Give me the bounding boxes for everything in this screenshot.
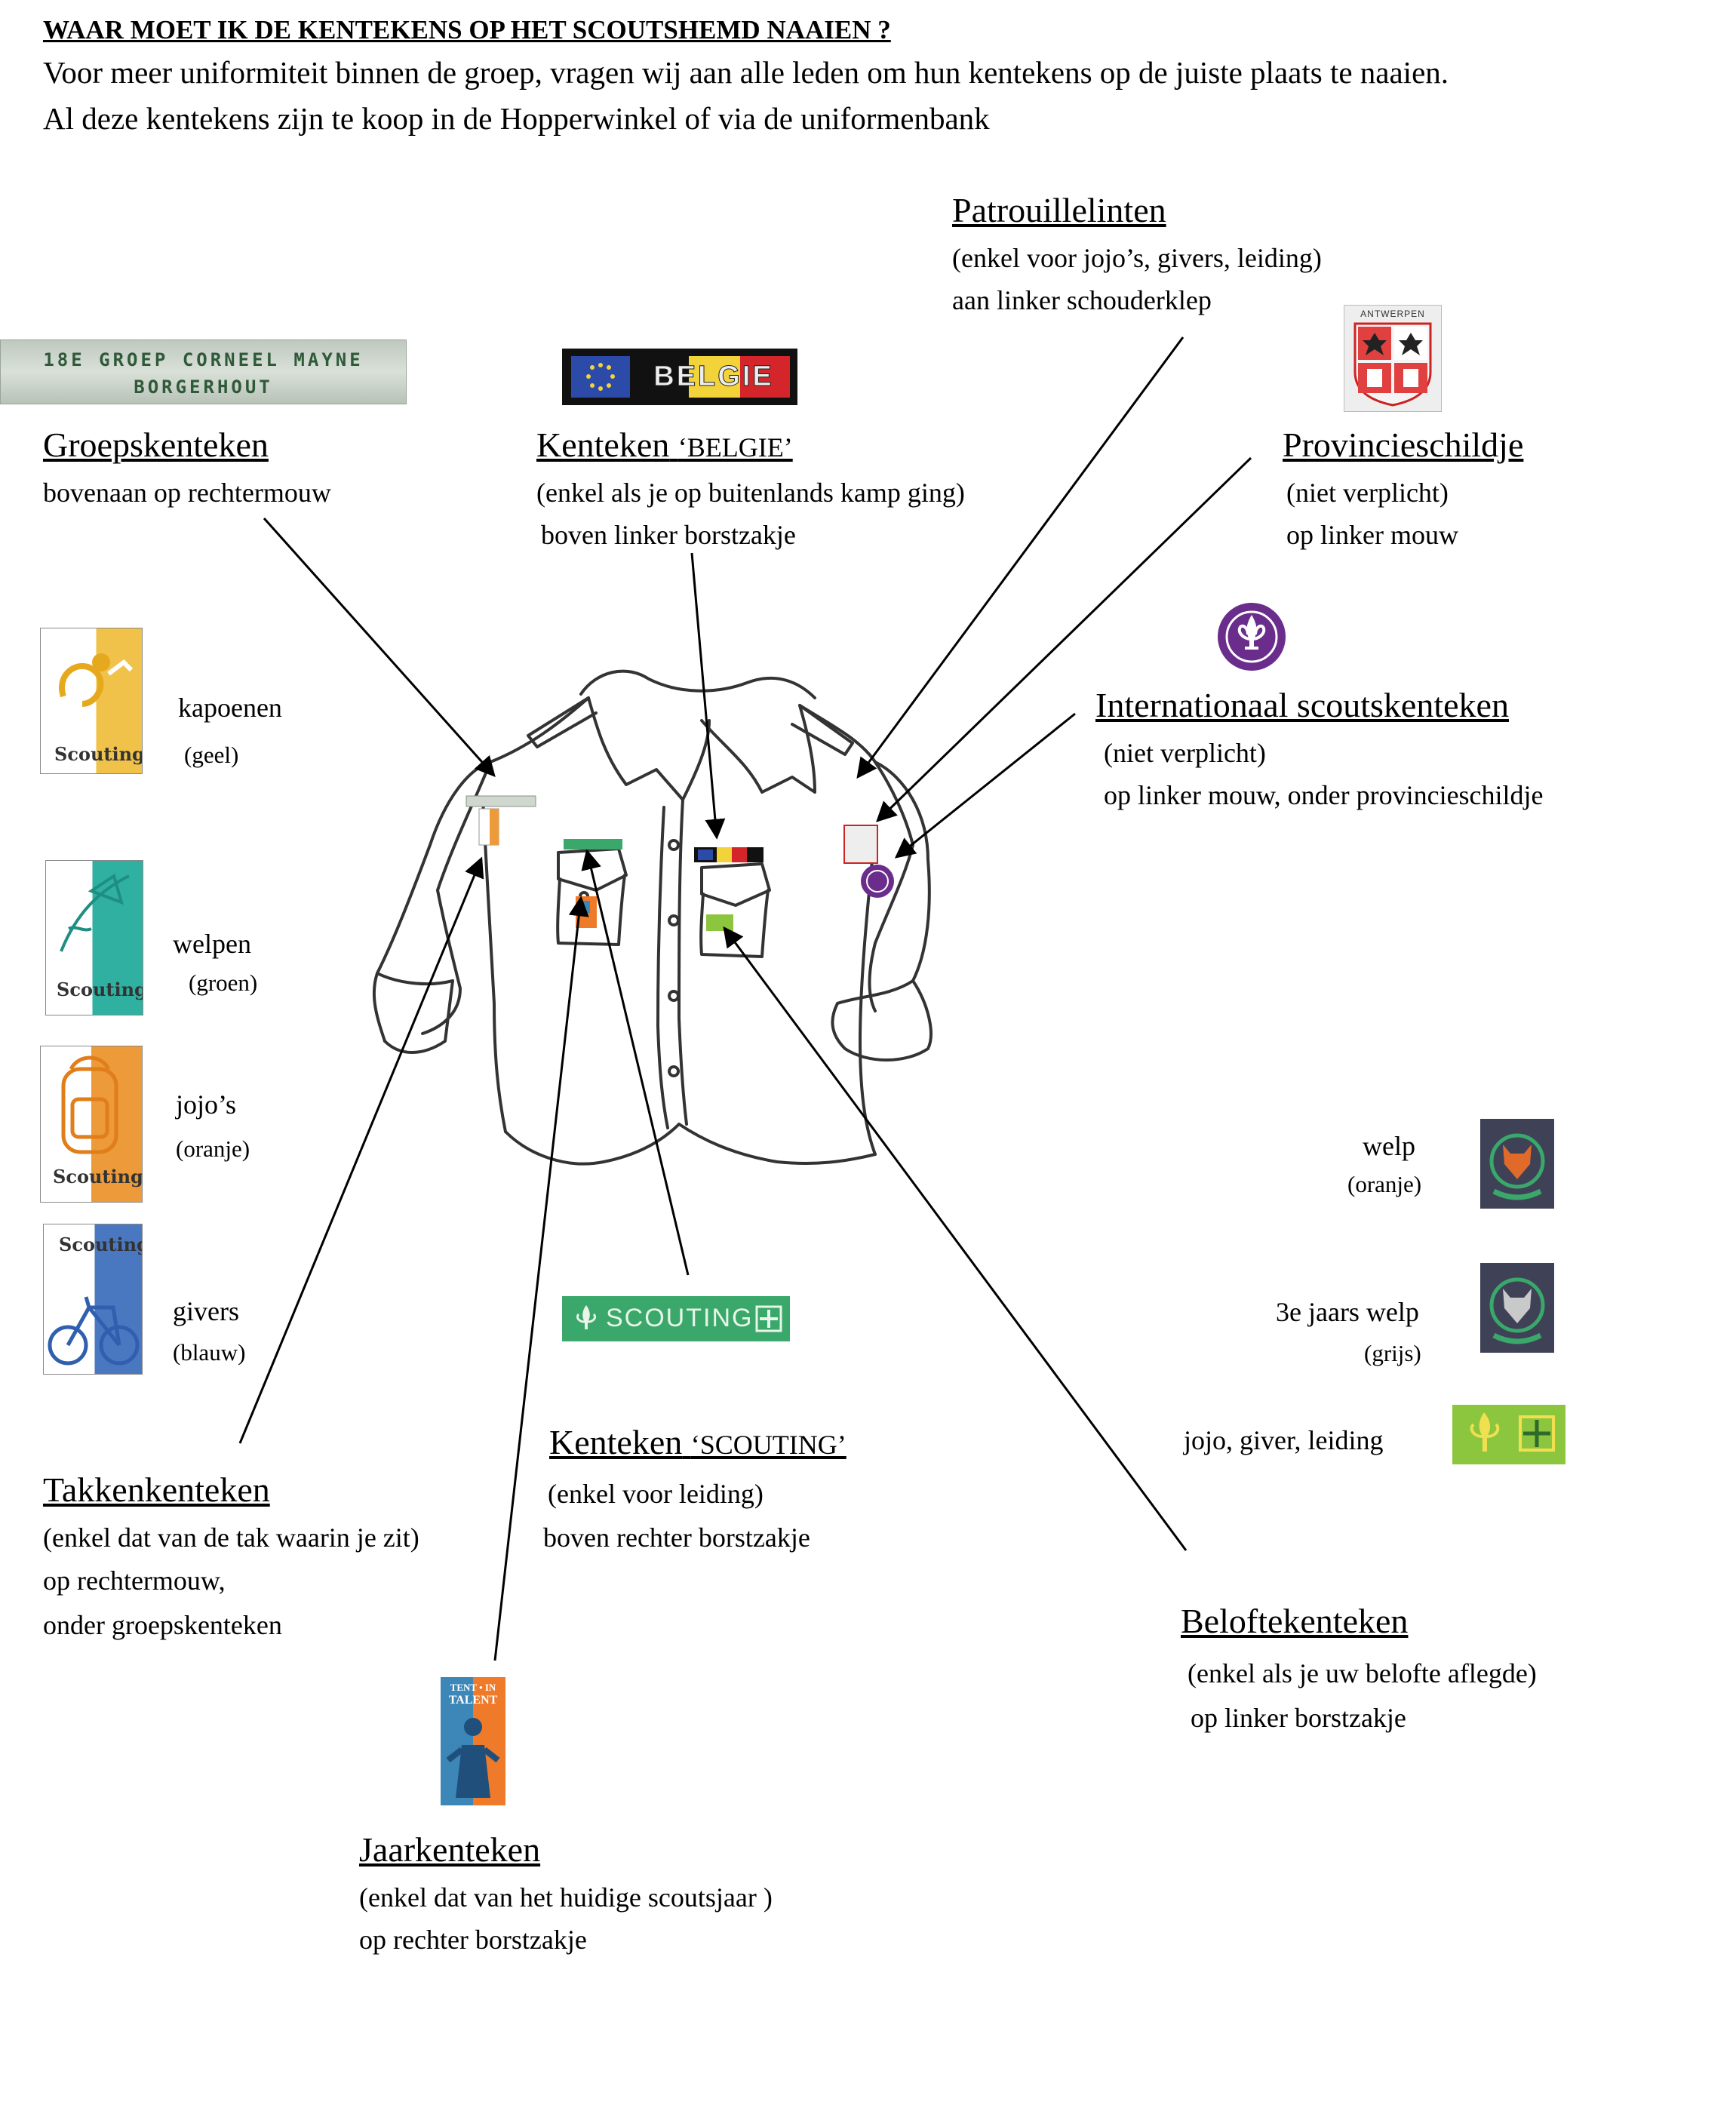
scouting-line-2: boven rechter borstzakje: [543, 1522, 810, 1553]
belgie-badge: BELGIE: [562, 349, 797, 405]
tak-color-jojos: (oranje): [176, 1135, 250, 1162]
provincie-line-2: op linker mouw: [1286, 520, 1458, 550]
belofte-item-3e-jaars: 3e jaars welp: [1276, 1297, 1419, 1327]
patrouille-line-1: (enkel voor jojo’s, givers, leiding): [952, 243, 1322, 273]
belofte-item-welp-sub: (oranje): [1347, 1171, 1422, 1197]
provincie-title: Provincieschildje: [1283, 426, 1524, 464]
tak-badge-givers: Scouting: [43, 1224, 143, 1375]
jaar-line-2: op rechter borstzakje: [359, 1925, 587, 1955]
patrouille-line-2: aan linker schouderklep: [952, 285, 1212, 315]
backpack-icon: [61, 1055, 118, 1154]
tak-badge-kapoenen: Scouting: [40, 628, 143, 774]
shirt-outline: [372, 669, 933, 1166]
wolf-head-icon: [1489, 1133, 1545, 1200]
belofte-badge-3e-jaars: [1480, 1263, 1554, 1353]
tak-name-givers: givers: [173, 1296, 239, 1326]
scouting-title-text: Kenteken: [549, 1423, 683, 1461]
tak-badge-word: Scouting: [54, 743, 143, 765]
tak-color-welpen: (groen): [189, 969, 258, 996]
bicycle-icon: [48, 1296, 140, 1366]
jaar-badge-line-1: TENT • IN: [450, 1682, 496, 1693]
groep-title: Groepskenteken: [43, 426, 269, 464]
scouting-title-quote: ‘SCOUTING’: [690, 1430, 846, 1460]
belofte-badge-welp: [1480, 1119, 1554, 1209]
takkenkenteken-line-2: op rechtermouw,: [43, 1565, 226, 1596]
scouting-badge: SCOUTING: [562, 1296, 790, 1341]
internationaal-title: Internationaal scoutskenteken: [1095, 686, 1509, 724]
groepskenteken-badge-line-2: BORGERHOUT: [134, 376, 273, 398]
eu-flag-icon: [571, 356, 630, 398]
scouting-title: Kenteken ‘SCOUTING’: [549, 1422, 846, 1462]
takkenkenteken-line-3: onder groepskenteken: [43, 1610, 282, 1640]
belgie-badge-text: BELGIE: [653, 361, 774, 393]
jaar-line-1: (enkel dat van het huidige scoutsjaar ): [359, 1882, 773, 1913]
tak-badge-welpen: Scouting: [45, 860, 143, 1015]
tak-color-givers: (blauw): [173, 1339, 246, 1366]
fleur-de-lis-icon: [576, 1305, 597, 1329]
tak-badge-word: Scouting: [57, 979, 143, 1000]
tak-badge-word: Scouting: [53, 1166, 143, 1188]
tak-badge-word: Scouting: [59, 1234, 143, 1255]
belgie-title-quote: ‘BELGIE’: [678, 432, 793, 462]
belgie-title-text: Kenteken: [536, 426, 670, 464]
figure-icon: [446, 1718, 500, 1798]
groepskenteken-badge: 18E GROEP CORNEEL MAYNE BORGERHOUT: [0, 340, 407, 404]
patrouille-title: Patrouillelinten: [952, 191, 1166, 229]
scouting-badge-text: SCOUTING: [606, 1304, 754, 1332]
fleur-de-lis-icon: [1470, 1412, 1555, 1452]
tak-name-kapoenen: kapoenen: [178, 693, 282, 723]
belofte-line-1: (enkel als je uw belofte aflegde): [1188, 1658, 1537, 1688]
tak-badge-jojos: Scouting: [40, 1046, 143, 1203]
tak-name-welpen: welpen: [173, 929, 251, 959]
intro-line-2: Al deze kentekens zijn te koop in de Hop…: [43, 101, 990, 136]
belgie-line-1: (enkel als je op buitenlands kamp ging): [536, 478, 965, 508]
belofte-item-3e-jaars-sub: (grijs): [1364, 1340, 1421, 1366]
intro-line-1: Voor meer uniformiteit binnen de groep, …: [43, 55, 1449, 90]
tak-name-jojos: jojo’s: [176, 1089, 237, 1120]
wolf-head-icon: [1489, 1277, 1545, 1344]
tak-color-kapoenen: (geel): [184, 742, 239, 768]
groep-line-1: bovenaan op rechtermouw: [43, 478, 331, 508]
belofte-title: Beloftekenteken: [1181, 1602, 1409, 1640]
groepskenteken-badge-line-1: 18E GROEP CORNEEL MAYNE: [43, 349, 364, 370]
page-title: WAAR MOET IK DE KENTEKENS OP HET SCOUTSH…: [43, 15, 891, 45]
jaar-badge-line-2: TALENT: [448, 1694, 498, 1707]
jaarkenteken-badge: TENT • IN TALENT: [441, 1677, 505, 1805]
internationaal-line-1: (niet verplicht): [1104, 738, 1266, 768]
takkenkenteken-line-1: (enkel dat van de tak waarin je zit): [43, 1522, 419, 1553]
kapoen-icon: [59, 653, 134, 707]
scouting-line-1: (enkel voor leiding): [548, 1479, 764, 1509]
provincie-line-1: (niet verplicht): [1286, 478, 1449, 508]
provincie-badge: ANTWERPEN: [1344, 305, 1442, 412]
belgie-line-2: boven linker borstzakje: [541, 520, 796, 550]
internationaal-line-2: op linker mouw, onder provincieschildje: [1104, 780, 1544, 810]
belofte-line-2: op linker borstzakje: [1191, 1703, 1406, 1733]
belofte-item-welp: welp: [1363, 1131, 1415, 1161]
shield-icon: [1353, 322, 1432, 407]
belofte-badge-jojo: [1452, 1405, 1565, 1464]
jaar-title: Jaarkenteken: [359, 1830, 541, 1869]
world-scout-badge: [1216, 601, 1287, 672]
provincie-badge-text: ANTWERPEN: [1360, 309, 1425, 319]
belgie-title: Kenteken ‘BELGIE’: [536, 425, 793, 465]
belofte-item-jojo: jojo, giver, leiding: [1184, 1425, 1384, 1455]
fleur-de-lis-icon: [1218, 603, 1286, 671]
takkenkenteken-title: Takkenkenteken: [43, 1470, 270, 1509]
trefoil-icon: [755, 1305, 782, 1332]
welp-kite-icon: [60, 873, 130, 952]
shirt-badges: [465, 795, 894, 931]
